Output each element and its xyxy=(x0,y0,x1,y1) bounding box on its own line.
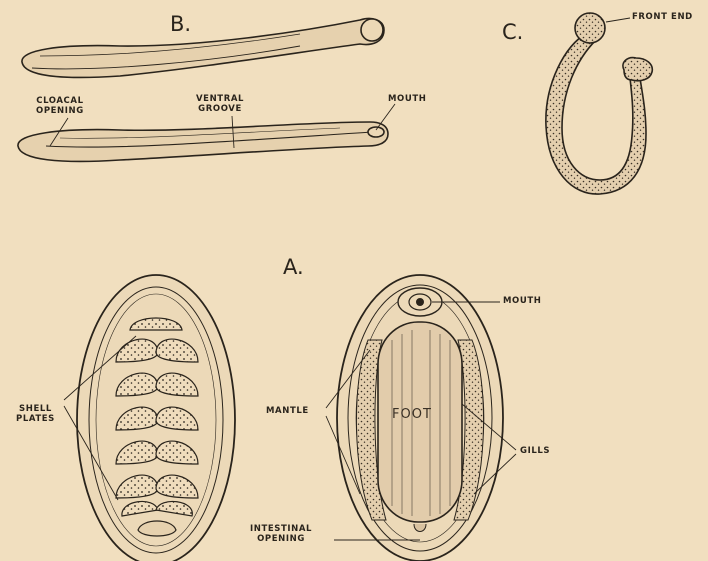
intestinal-opening-label: INTESTINAL OPENING xyxy=(250,524,312,544)
mouth-label-b: MOUTH xyxy=(388,94,427,104)
ventral-groove-label: VENTRAL GROOVE xyxy=(196,94,244,114)
curled-worm xyxy=(546,13,652,194)
worm-dorsal-view xyxy=(22,18,384,77)
shell-plates-label: SHELL PLATES xyxy=(16,404,55,424)
mouth-label-a: MOUTH xyxy=(503,296,542,306)
figure-a-letter: A. xyxy=(283,255,304,279)
gills-label: GILLS xyxy=(520,446,550,456)
figure-c-letter: C. xyxy=(502,20,523,44)
front-end-label: FRONT END xyxy=(632,12,693,22)
chiton-dorsal-view xyxy=(64,275,235,561)
cloacal-opening-label: CLOACAL OPENING xyxy=(36,96,84,116)
foot-label: FOOT xyxy=(392,410,432,420)
figure-b-letter: B. xyxy=(170,12,191,36)
mantle-label: MANTLE xyxy=(266,406,309,416)
